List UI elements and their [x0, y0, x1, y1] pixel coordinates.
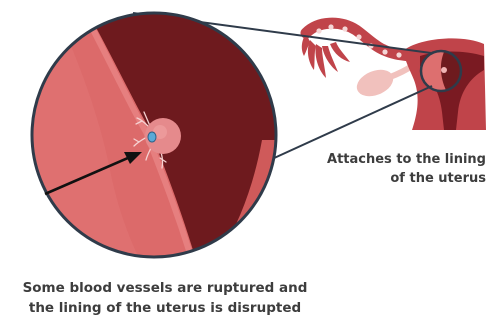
caption-attaches: Attaches to the lining of the uterus	[318, 150, 486, 188]
embryo-core	[148, 132, 156, 142]
caption-attaches-line1: Attaches to the lining	[318, 150, 486, 169]
caption-ruptured-line1: Some blood vessels are ruptured and	[0, 278, 330, 298]
caption-ruptured-line2: the lining of the uterus is disrupted	[0, 298, 330, 318]
caption-attaches-line2: of the uterus	[318, 169, 486, 188]
ovary	[353, 65, 397, 101]
magnified-view	[20, 0, 290, 270]
caption-ruptured: Some blood vessels are ruptured and the …	[0, 278, 330, 318]
connector-line-lower	[272, 86, 432, 159]
